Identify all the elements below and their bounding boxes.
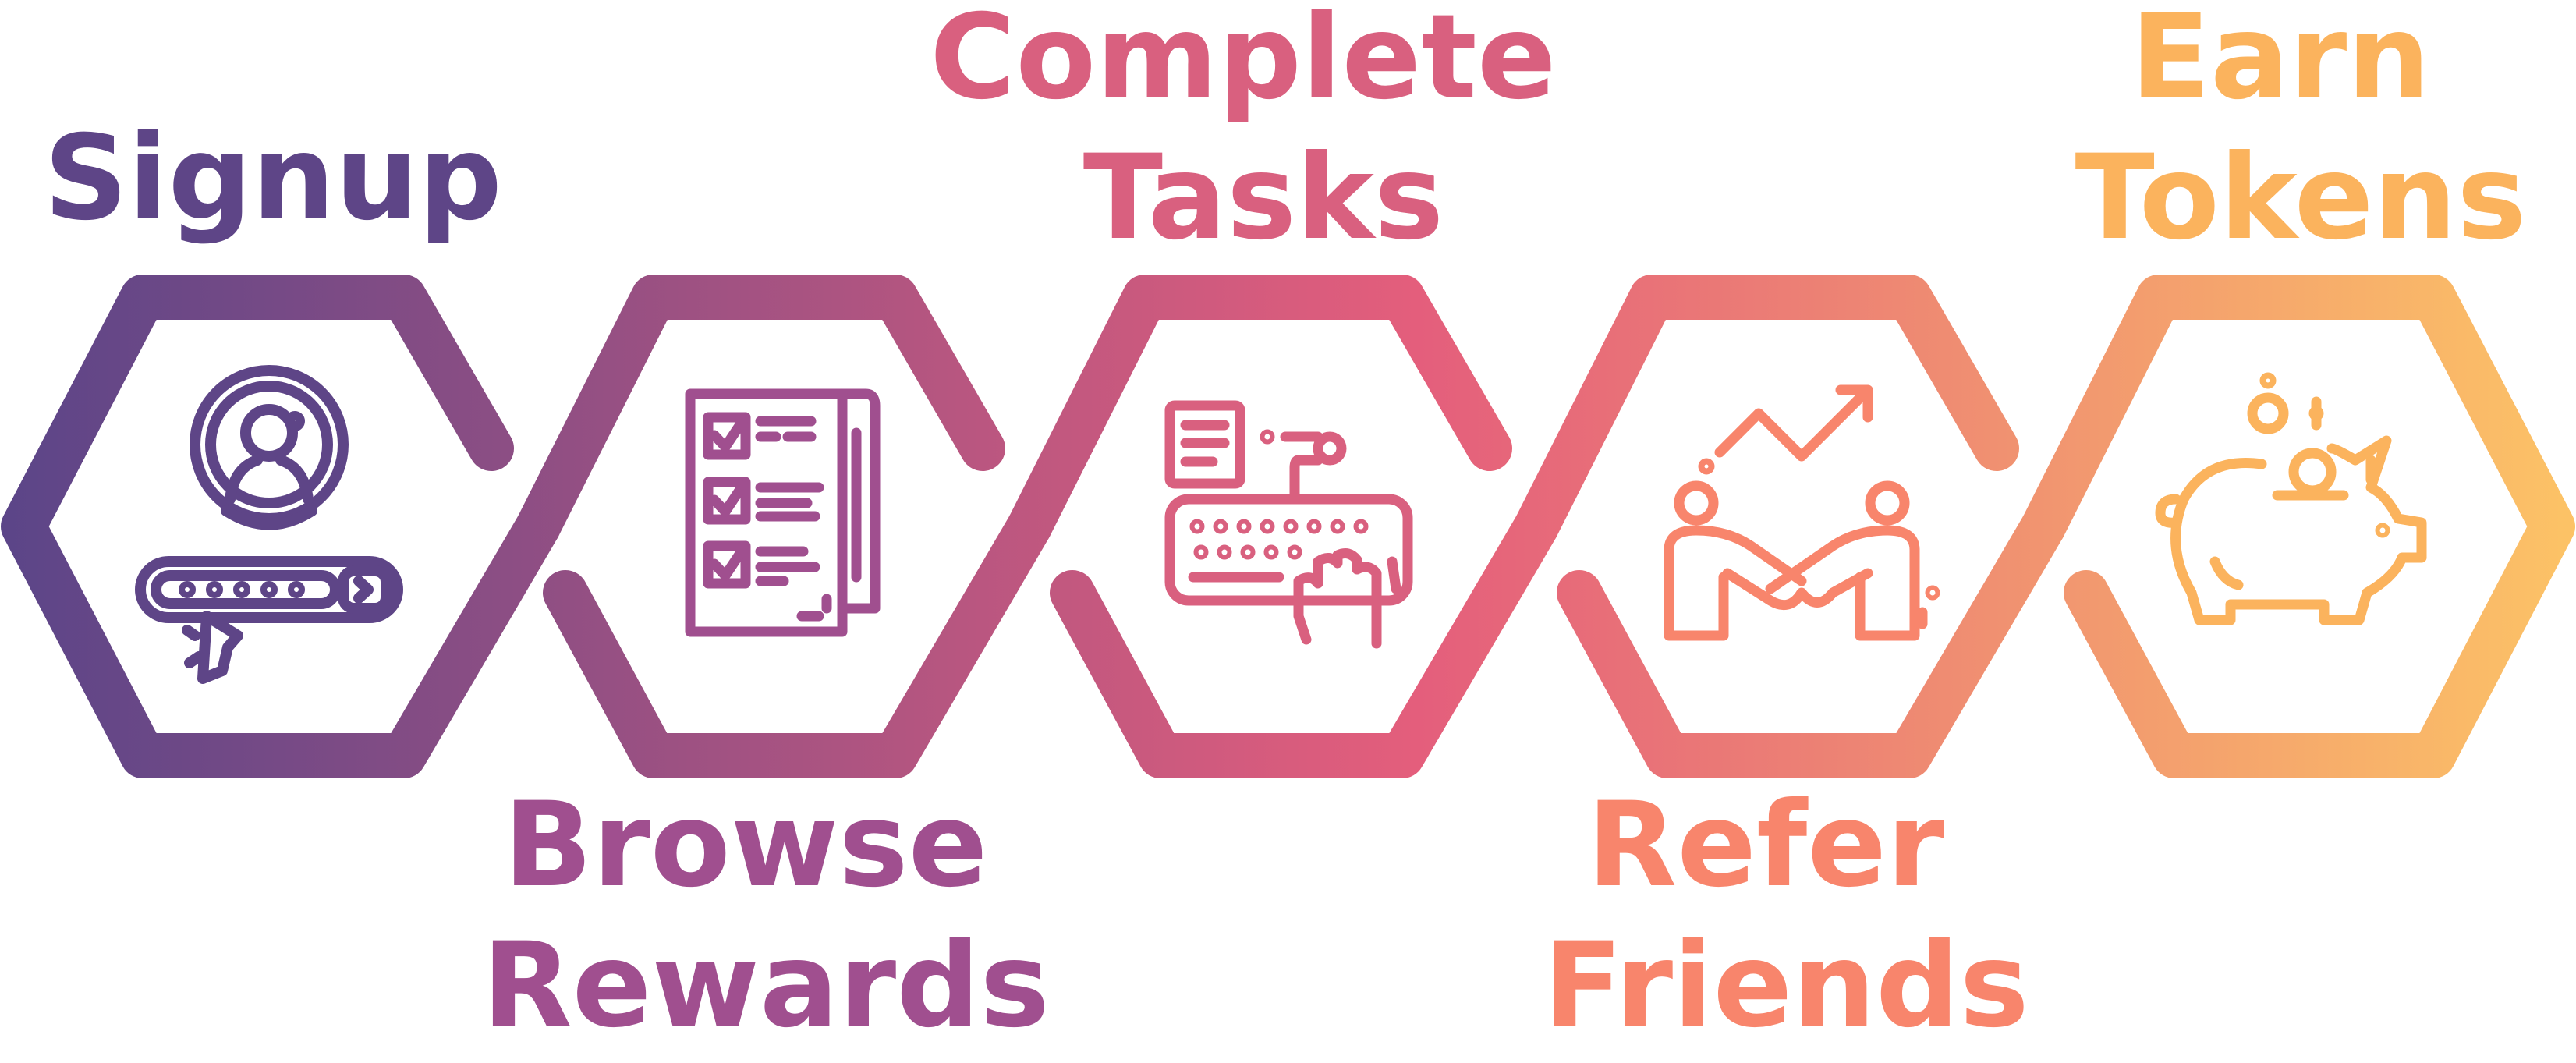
- keyboard-typing-icon: [1164, 400, 1413, 649]
- step-label-browse-rewards-line1: Browse: [503, 778, 987, 913]
- checklist-document-icon: [685, 388, 881, 637]
- hexagon-earn-tokens: [2021, 275, 2575, 778]
- step-label-earn-tokens-line2: Tokens: [2075, 130, 2527, 266]
- step-label-refer-friends-line1: Refer: [1587, 778, 1944, 913]
- step-label-earn-tokens-line1: Earn: [2131, 0, 2430, 126]
- step-label-browse-rewards: Browse Rewards: [482, 778, 1050, 1054]
- hexagon-browse-rewards: [516, 275, 1052, 778]
- step-label-refer-friends: Refer Friends: [1543, 778, 2029, 1054]
- hexagon-chain: [1, 275, 2575, 778]
- step-label-signup: Signup: [44, 111, 502, 246]
- hexagon-refer-friends: [1514, 275, 2066, 778]
- step-labels: Signup Browse Rewards Complete Tasks Ref…: [44, 0, 2526, 1054]
- step-label-complete-tasks: Complete Tasks: [930, 0, 1597, 266]
- step-label-complete-tasks-line2: Tasks: [1083, 130, 1444, 266]
- step-label-complete-tasks-line1: Complete: [930, 0, 1556, 126]
- handshake-growth-icon: [1664, 384, 1940, 641]
- step-label-refer-friends-line2: Friends: [1543, 918, 2029, 1054]
- step-label-signup-line1: Signup: [44, 111, 502, 246]
- hexagon-complete-tasks: [1007, 275, 1559, 778]
- step-label-browse-rewards-line2: Rewards: [482, 918, 1050, 1054]
- piggy-bank-coins-icon: [2155, 372, 2427, 625]
- step-label-earn-tokens: Earn Tokens: [2075, 0, 2527, 266]
- hexagon-signup: [1, 275, 561, 778]
- user-signup-icon: [135, 365, 403, 684]
